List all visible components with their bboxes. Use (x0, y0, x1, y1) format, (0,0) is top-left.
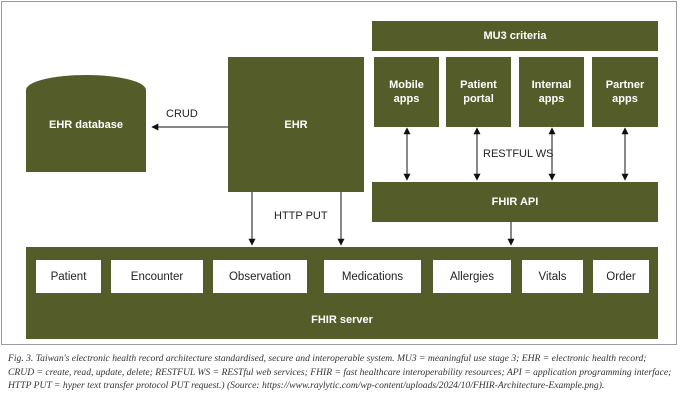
http-put-label: HTTP PUT (274, 210, 328, 222)
fhir-api-box: FHIR API (372, 182, 658, 222)
mu3-criteria-label: MU3 criteria (483, 30, 547, 42)
ehr-database: EHR database (26, 100, 146, 150)
patient-portal-label: Patient portal (460, 79, 497, 105)
restful-ws-label: RESTFUL WS (483, 148, 554, 160)
resource-order: Order (592, 259, 650, 294)
ehr-box: EHR (228, 57, 364, 192)
resource-label: Order (606, 270, 636, 283)
figure-caption: Fig. 3. Taiwan's electronic health recor… (8, 353, 672, 391)
connector-layer (26, 75, 629, 246)
resource-allergies: Allergies (432, 259, 512, 294)
resource-encounter: Encounter (110, 259, 204, 294)
resource-medications: Medications (323, 259, 422, 294)
resource-label: Observation (228, 270, 291, 283)
resource-label: Allergies (449, 270, 495, 283)
resource-label: Medications (341, 270, 404, 283)
ehr-database-label: EHR database (49, 119, 123, 131)
mu3-criteria-box: MU3 criteria (372, 21, 658, 51)
patient-portal-box: Patient portal (446, 57, 511, 127)
internal-apps-box: Internal apps (519, 57, 584, 127)
resource-patient: Patient (35, 259, 102, 294)
fhir-server-label: FHIR server (311, 314, 373, 326)
resource-label: Patient (50, 270, 87, 283)
resource-observation: Observation (212, 259, 308, 294)
resource-vitals: Vitals (521, 259, 584, 294)
ehr-database-cylinder (26, 75, 146, 172)
crud-label: CRUD (166, 108, 198, 120)
mobile-apps-label: Mobile apps (389, 79, 424, 105)
resource-label: Encounter (130, 270, 184, 283)
internal-apps-label: Internal apps (531, 79, 572, 105)
ehr-label: EHR (284, 118, 308, 131)
partner-apps-box: Partner apps (592, 57, 658, 127)
mobile-apps-box: Mobile apps (374, 57, 439, 127)
partner-apps-label: Partner apps (605, 79, 645, 105)
resource-label: Vitals (538, 270, 567, 283)
fhir-api-label: FHIR API (491, 196, 539, 208)
